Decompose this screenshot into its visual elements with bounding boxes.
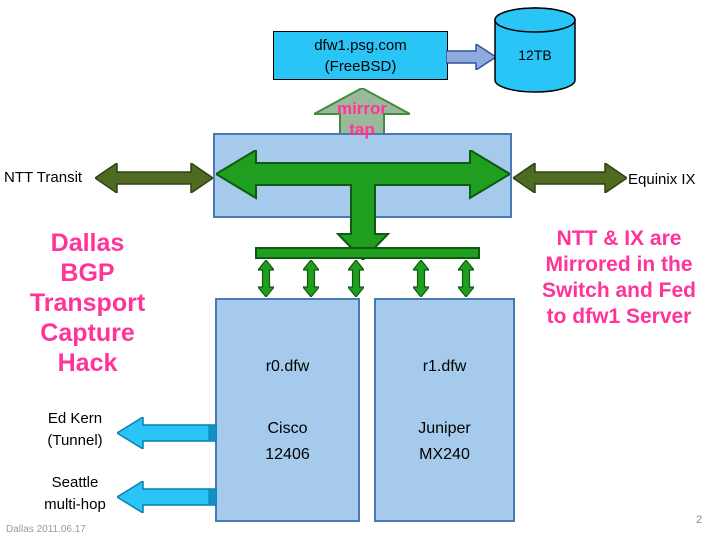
router-r0-vendor: Cisco <box>267 420 308 437</box>
note-line: NTT & IX are <box>556 227 682 250</box>
port-arrow-icon <box>258 260 274 297</box>
router-r1-model: MX240 <box>419 446 470 463</box>
note-line: to dfw1 Server <box>546 305 692 328</box>
router-r1-box: r1.dfw Juniper MX240 <box>374 298 515 522</box>
equinix-ix-label: Equinix IX <box>628 171 696 188</box>
server-os: (FreeBSD) <box>324 58 397 75</box>
seattle-label: Seattle multi-hop <box>30 472 120 516</box>
title-line: Transport <box>29 289 146 317</box>
server-name: dfw1.psg.com <box>314 37 407 54</box>
mirror-note: NTT & IX are Mirrored in the Switch and … <box>520 226 718 330</box>
ed-kern-label: Ed Kern (Tunnel) <box>35 408 115 452</box>
switch-bus-arrow-icon <box>216 150 510 260</box>
port-arrow-icon <box>458 260 474 297</box>
mirror-tap-label: mirror tap <box>320 98 404 140</box>
dfw1-server-box: dfw1.psg.com (FreeBSD) <box>273 31 448 80</box>
ed-kern-line2: (Tunnel) <box>47 432 103 449</box>
router-r0-model: 12406 <box>265 446 310 463</box>
ed-kern-tunnel-arrow-icon <box>117 417 217 449</box>
seattle-line2: multi-hop <box>44 496 106 513</box>
router-r1-vendor: Juniper <box>418 420 471 437</box>
title-line: BGP <box>60 259 115 287</box>
note-line: Switch and Fed <box>541 279 696 302</box>
ntt-transit-label: NTT Transit <box>4 169 83 186</box>
ntt-transit-arrow-icon <box>95 163 213 193</box>
port-arrow-icon <box>348 260 364 297</box>
port-arrow-icon <box>413 260 429 297</box>
distribution-bar <box>255 247 480 259</box>
ed-kern-line1: Ed Kern <box>47 410 103 427</box>
equinix-ix-arrow-icon <box>513 163 627 193</box>
storage-capacity-label: 12TB <box>518 47 552 63</box>
mirror-tap-arrow-icon <box>314 88 410 150</box>
footer-date: Dallas 2011.06.17 <box>6 524 86 535</box>
page-number: 2 <box>696 514 703 526</box>
port-arrow-icon <box>303 260 319 297</box>
slide-title: Dallas BGP Transport Capture Hack <box>15 228 160 378</box>
router-r0-box: r0.dfw Cisco 12406 <box>215 298 360 522</box>
seattle-multihop-arrow-icon <box>117 481 217 513</box>
seattle-line1: Seattle <box>51 474 99 491</box>
title-line: Hack <box>57 349 118 377</box>
router-r1-name: r1.dfw <box>422 358 467 375</box>
note-line: Mirrored in the <box>545 253 693 276</box>
router-r0-name: r0.dfw <box>265 358 310 375</box>
storage-cylinder-icon <box>494 7 576 93</box>
mirror-tap-line1: mirror <box>336 99 388 118</box>
title-line: Dallas <box>50 229 125 257</box>
title-line: Capture <box>40 319 135 347</box>
mirror-tap-line2: tap <box>349 120 375 139</box>
storage-cylinder: 12TB <box>494 7 576 93</box>
server-to-storage-arrow-icon <box>446 44 496 70</box>
